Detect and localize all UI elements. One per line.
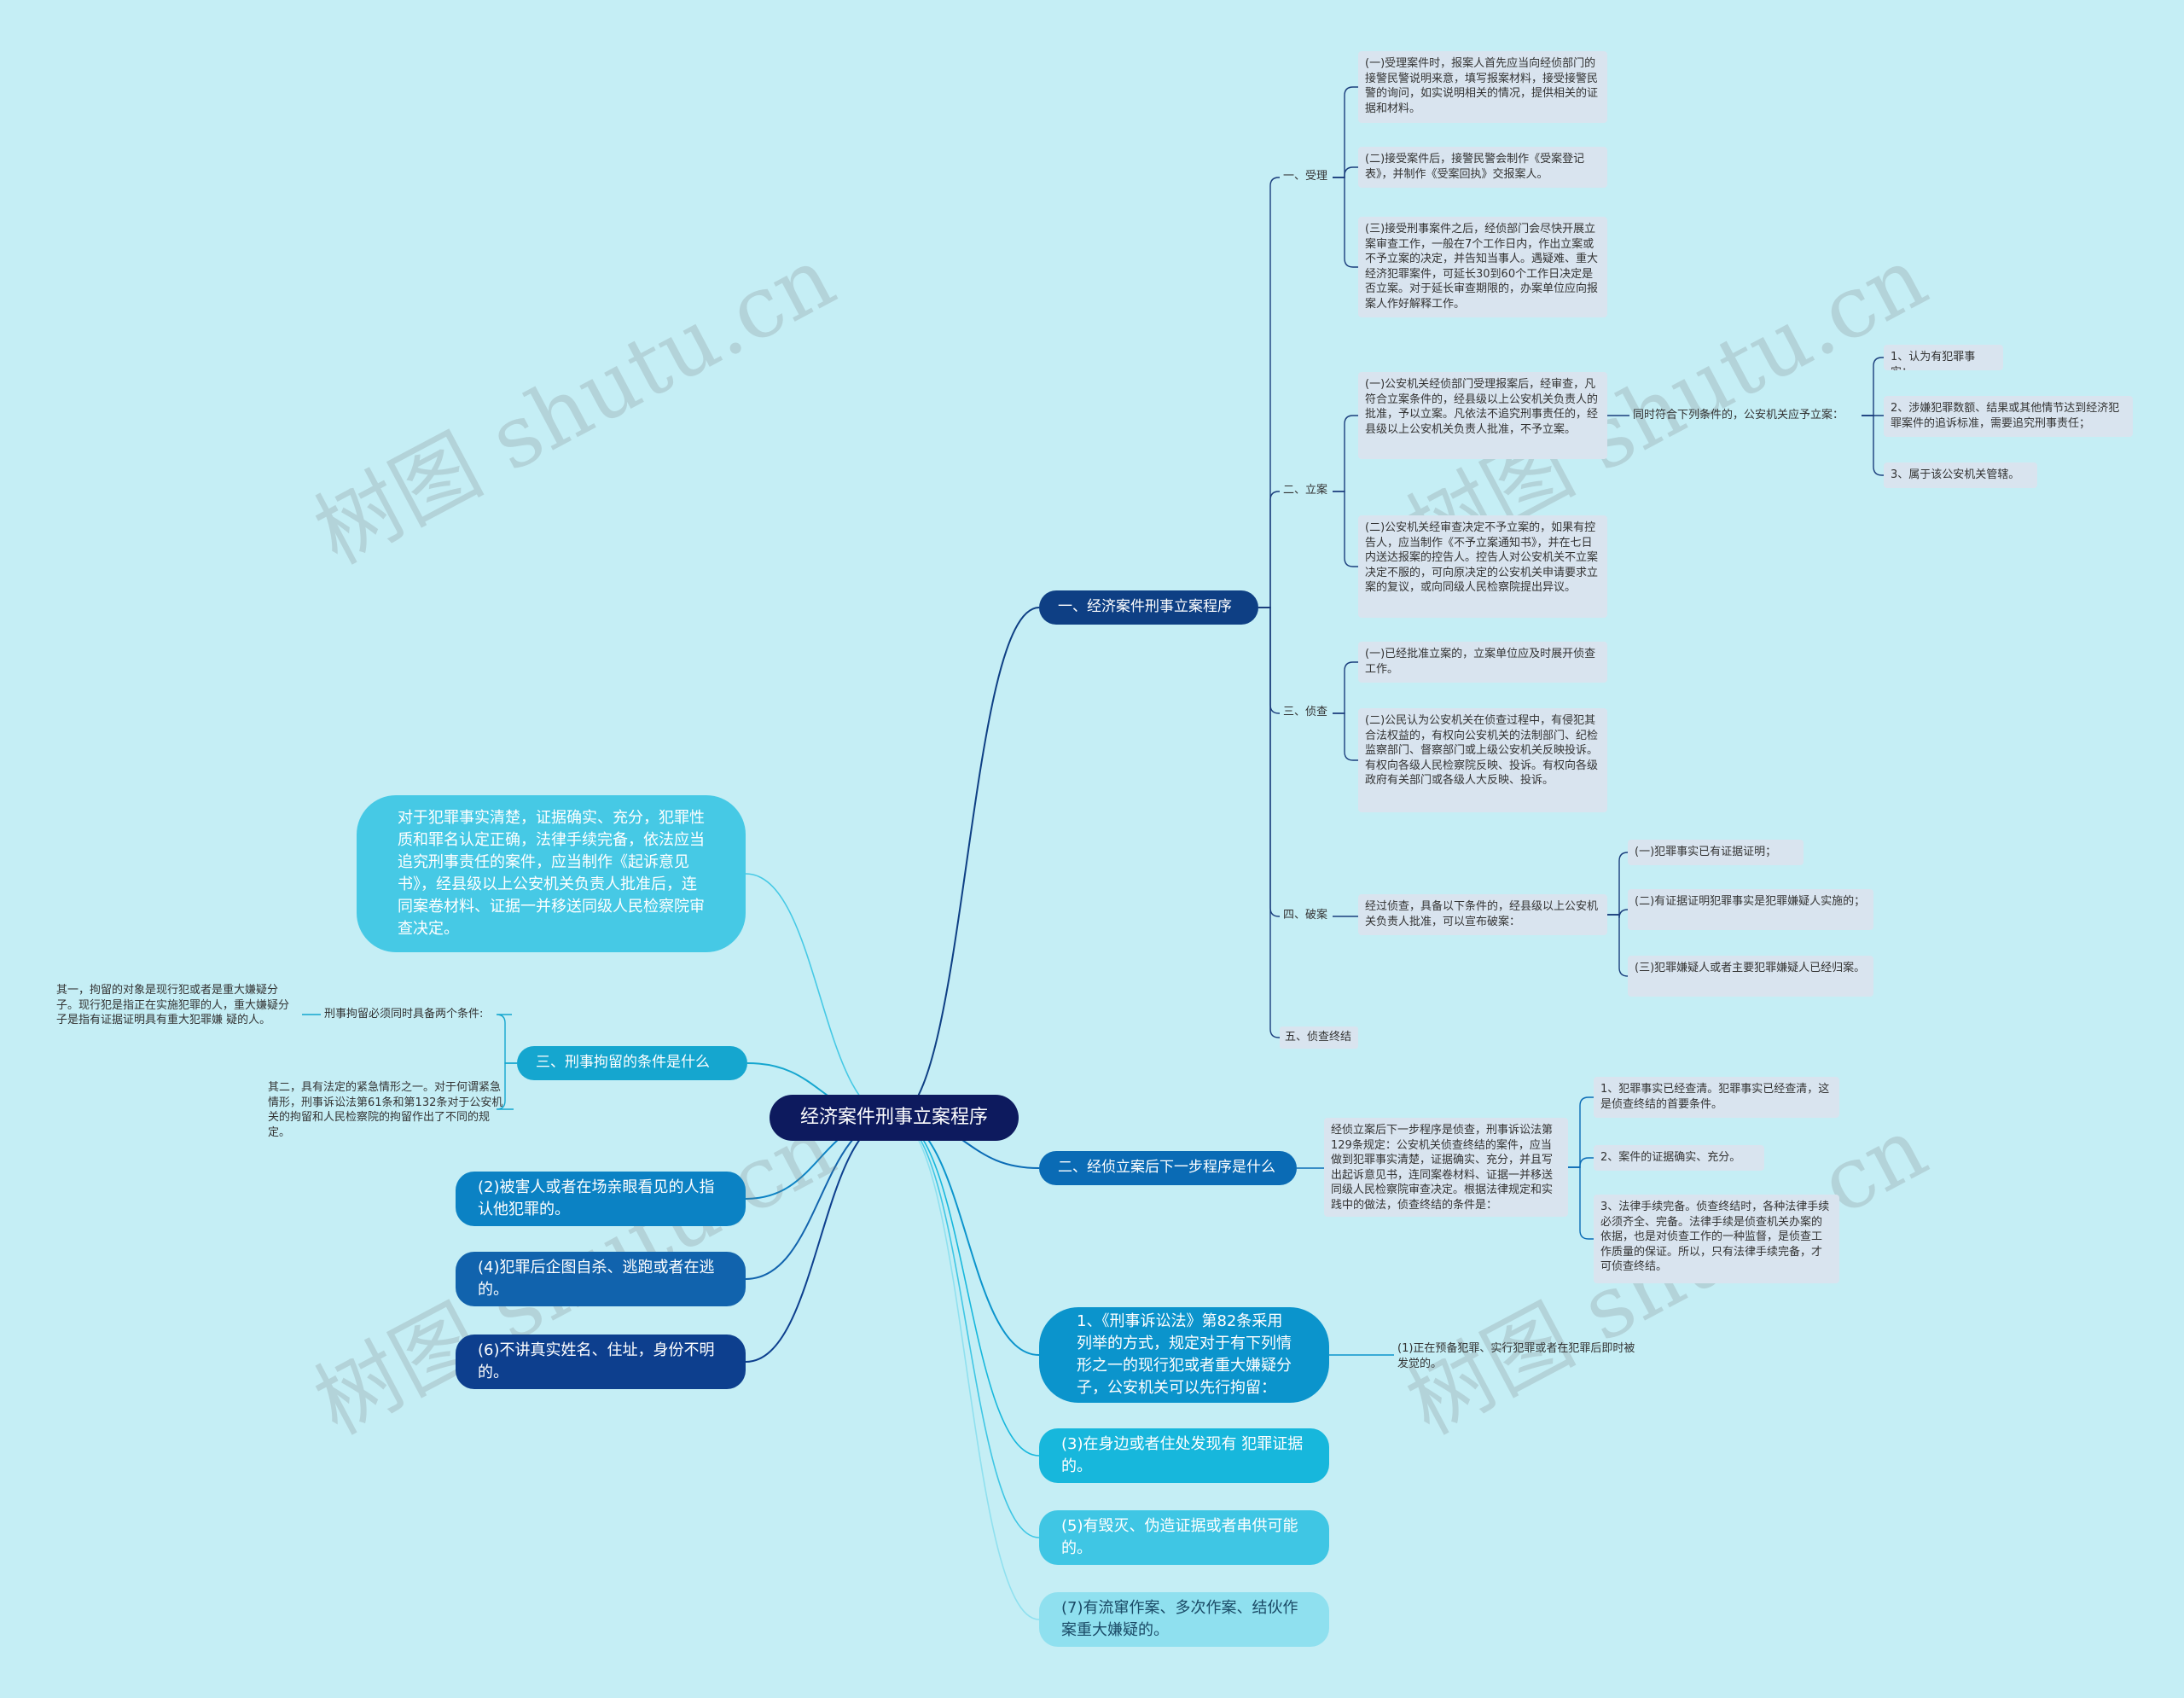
connector-line [1607,852,1629,916]
connector-line [1333,166,1358,178]
file-cond-2: 2、涉嫌犯罪数额、结果或其他情节达到经济犯罪案件的追诉标准，需要追究刑事责任； [1884,396,2133,437]
connector-line [893,1117,1040,1356]
connector-line [1258,177,1280,608]
connector-line [745,1117,895,1363]
connector-line [745,1117,895,1280]
connector-line [1258,607,1280,917]
solve-item-3: (三)犯罪嫌疑人或者主要犯罪嫌疑人已经归案。 [1628,956,1873,997]
investigate-item-2: (二)公民认为公安机关在侦查过程中，有侵犯其合法权益的，有权向公安机关的法制部门… [1358,708,1607,812]
connector-line [745,873,895,1119]
connector-line [496,1062,517,1110]
connector-line [893,1117,1040,1457]
branch3-node[interactable]: 三、刑事拘留的条件是什么 [517,1046,747,1080]
file-cond-3: 3、属于该公安机关管辖。 [1884,462,2037,488]
connector-line [1568,1157,1594,1168]
connector-line [1333,177,1358,268]
branch3-item-1: 其一，拘留的对象是现行犯或者是重大嫌疑分子。现行犯是指正在实施犯罪的人，重大嫌疑… [56,984,290,1027]
connector-line [1333,661,1358,714]
right-node-7[interactable]: (7)有流窜作案、多次作案、结伙作案重大嫌疑的。 [1039,1592,1329,1647]
connector-line [1862,357,1884,416]
right-node-5[interactable]: (5)有毁灭、伪造证据或者串供可能的。 [1039,1510,1329,1565]
connector-line [1862,415,1884,476]
left-node-6[interactable]: (6)不讲真实姓名、住址，身份不明的。 [456,1335,746,1389]
connector-line [1607,909,1629,919]
section-conclude[interactable]: 五、侦查终结 [1280,1026,1358,1049]
connector-line [1258,607,1280,714]
left-node-2[interactable]: (2)被害人或者在场亲眼看见的人指认他犯罪的。 [456,1172,746,1226]
connector-line [1333,86,1358,178]
connector-line [893,1117,1040,1620]
branch2-desc: 经侦立案后下一步程序是侦查，刑事诉讼法第129条规定：公安机关侦查终结的案件，应… [1324,1118,1568,1217]
connector-line [1568,1096,1594,1168]
branch2-item-1: 1、犯罪事实已经查清。犯罪事实已经查清，这是侦查终结的首要条件。 [1594,1077,1839,1118]
investigate-item-1: (一)已经批准立案的，立案单位应及时展开侦查工作。 [1358,642,1607,683]
branch3-item-2: 其二，具有法定的紧急情形之一。对于何谓紧急情形，刑事诉讼法第61条和第132条对… [268,1081,503,1139]
branch3-condition[interactable]: 刑事拘留必须同时具备两个条件: [324,1008,484,1021]
connector-line [1258,607,1280,1038]
branch2-node[interactable]: 二、经侦立案后下一步程序是什么 [1039,1151,1297,1185]
connector-line [496,1014,517,1064]
connector-line [1607,914,1629,977]
solve-desc: 经过侦查，具备以下条件的，经县级以上公安机关负责人批准，可以宣布破案： [1358,894,1607,935]
connector-line [1333,491,1358,567]
section-investigate[interactable]: 三、侦查 [1283,706,1328,718]
right-node-3[interactable]: (3)在身边或者住处发现有 犯罪证据的。 [1039,1428,1329,1483]
file-condition[interactable]: 同时符合下列条件的，公安机关应予立案： [1633,409,1844,422]
left-node-indictment[interactable]: 对于犯罪事实清楚，证据确实、充分，犯罪性质和罪名认定正确，法律手续完备，依法应当… [357,795,746,952]
accept-item-1: (一)受理案件时，报案人首先应当向经侦部门的接警民警说明来意，填写报案材料，接受… [1358,51,1607,123]
right-node-art82-child: (1)正在预备犯罪、实行犯罪或者在犯罪后即时被发觉的。 [1397,1342,1635,1370]
branch2-item-3: 3、法律手续完备。侦查终结时，各种法律手续必须齐全、完备。法律手续是侦查机关办案… [1594,1195,1839,1283]
connector-line [1568,1166,1594,1240]
root-node[interactable]: 经济案件刑事立案程序 [770,1095,1019,1141]
connector-line [893,607,1040,1119]
accept-item-3: (三)接受刑事案件之后，经侦部门会尽快开展立案审查工作，一般在7个工作日内，作出… [1358,217,1607,317]
section-accept[interactable]: 一、受理 [1283,170,1328,183]
connector-line [1333,712,1358,761]
file-item-1: (一)公安机关经侦部门受理报案后，经审查，凡符合立案条件的，经县级以上公安机关负… [1358,372,1607,459]
accept-item-2: (二)接受案件后，接警民警会制作《受案登记表》，并制作《受案回执》交报案人。 [1358,147,1607,188]
solve-item-2: (二)有证据证明犯罪事实是犯罪嫌疑人实施的； [1628,889,1873,930]
solve-item-1: (一)犯罪事实已有证据证明； [1628,840,1804,865]
file-item-2: (二)公安机关经审查决定不予立案的，如果有控告人，应当制作《不予立案通知书》，并… [1358,515,1607,618]
section-solve[interactable]: 四、破案 [1283,909,1328,922]
connector-line [1258,491,1280,608]
connector-line [893,1117,1040,1538]
branch2-item-2: 2、案件的证据确实、充分。 [1594,1145,1764,1171]
connector-line [1333,415,1358,492]
branch1-node[interactable]: 一、经济案件刑事立案程序 [1039,590,1258,625]
right-node-art82[interactable]: 1、《刑事诉讼法》第82条采用列举的方式，规定对于有下列情形之一的现行犯或者重大… [1039,1307,1329,1403]
file-cond-1: 1、认为有犯罪事实； [1884,345,2003,370]
section-file[interactable]: 二、立案 [1283,484,1328,497]
left-node-4[interactable]: (4)犯罪后企图自杀、逃跑或者在逃的。 [456,1252,746,1306]
